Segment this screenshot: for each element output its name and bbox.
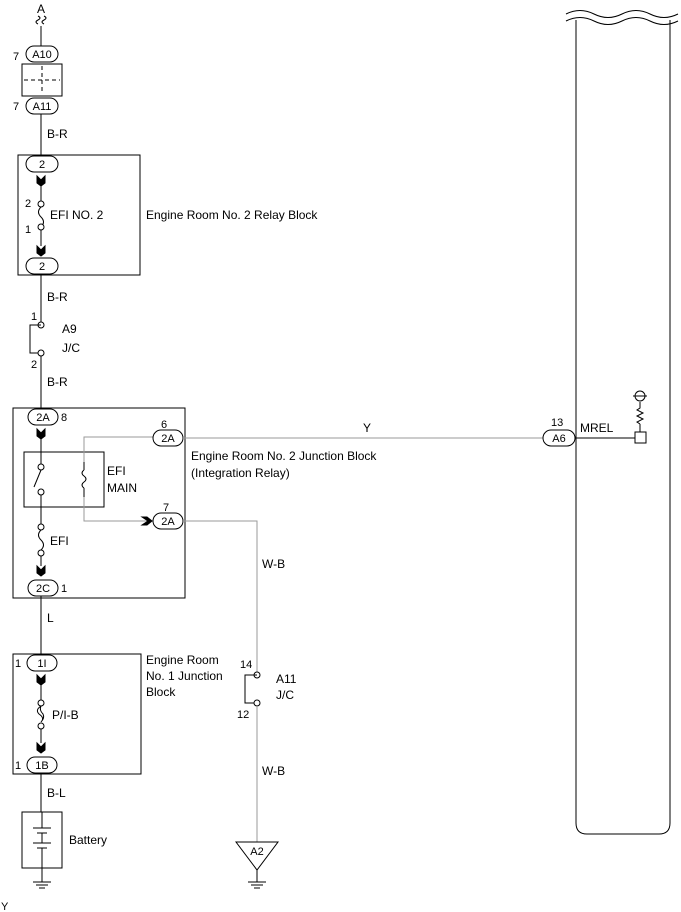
connector-a6-code: A6	[552, 433, 565, 445]
terminal-arrow	[36, 244, 46, 257]
relay-block-2-top-connector	[25, 155, 59, 173]
break-mark	[35, 15, 47, 25]
top-reference-label: A	[37, 2, 45, 16]
battery-label: Battery	[69, 833, 107, 847]
connector-a10	[25, 45, 59, 63]
fuse-efi-no2-icon	[38, 206, 44, 228]
fuse-efi-label: EFI	[50, 534, 69, 548]
terminal-arrow	[36, 673, 46, 686]
connector-a11-pin: 7	[13, 101, 19, 113]
connector-2a-7-code: 2A	[161, 516, 175, 528]
connector-1i-code: 1I	[37, 658, 46, 670]
jc-a9-type: J/C	[62, 341, 80, 355]
jc-a11-code: A11	[276, 672, 297, 686]
wire-color-l: L	[47, 611, 54, 625]
relay-coil-icon	[81, 462, 87, 497]
terminal-arrow	[140, 516, 153, 526]
terminal-arrow	[36, 564, 46, 577]
wire-color-b-r-2: B-R	[47, 290, 68, 304]
connector-a10-code: A10	[32, 49, 52, 61]
battery-icon	[33, 812, 51, 868]
jc-a11-pin-top: 14	[240, 659, 252, 671]
jc-a11-pin-bottom: 12	[237, 709, 249, 721]
relay-block-2-bottom-connector	[25, 257, 59, 275]
ground-a2-code: A2	[250, 846, 263, 858]
relay-block-2-top-code: 2	[39, 159, 45, 171]
ecm-outline	[575, 20, 671, 835]
efi-main-label-1: EFI	[107, 464, 126, 478]
connector-2a-top-pin: 8	[61, 412, 67, 424]
connector-a11-code: A11	[33, 101, 52, 113]
terminal-arrow	[36, 174, 46, 187]
ground-a2-triangle	[235, 841, 279, 871]
junction-block-1-label-1: Engine Room	[146, 653, 219, 667]
relay-block-2-bottom-code: 2	[39, 261, 45, 273]
connector-1b-pin: 1	[15, 760, 21, 772]
wire-color-b-l: B-L	[47, 786, 66, 800]
wire-color-w-b-2: W-B	[262, 764, 285, 778]
jc-a11-type: J/C	[276, 688, 294, 702]
connector-a6-pin: 13	[551, 417, 563, 429]
ground-icon	[33, 881, 51, 889]
fuse-p-i-b-label: P/I-B	[52, 708, 79, 722]
efi-main-relay	[23, 451, 105, 508]
connector-2a-top-code: 2A	[36, 412, 50, 424]
ground-icon	[248, 881, 266, 889]
wire-color-y: Y	[363, 421, 371, 435]
relay-switch-contact	[33, 469, 42, 488]
junction-block-2-label-2: (Integration Relay)	[191, 466, 290, 480]
junction-block-1	[12, 653, 142, 775]
wire-color-b-r-3: B-R	[47, 375, 68, 389]
connector-1i-pin: 1	[15, 658, 21, 670]
connector-2c-pin: 1	[61, 583, 67, 595]
efi-no2-pin-top: 2	[25, 198, 31, 210]
pullup-resistor-icon	[635, 402, 645, 425]
efi-main-label-2: MAIN	[107, 481, 137, 495]
connector-1b	[26, 756, 58, 774]
connector-2c	[27, 579, 59, 597]
terminal-arrow	[36, 427, 46, 440]
junction-block-1-label-3: Block	[146, 685, 176, 699]
relay-block-2-label: Engine Room No. 2 Relay Block	[146, 208, 318, 222]
jc-a9-code: A9	[62, 322, 77, 336]
jc-a9-pin-top: 1	[31, 311, 37, 323]
terminal-arrow	[36, 741, 46, 754]
connector-1i	[26, 654, 58, 672]
connector-2a-6-pin: 6	[161, 419, 167, 431]
relay-block-2	[17, 154, 141, 276]
mrel-driver-terminal	[634, 431, 647, 444]
jc-a9-pin-bottom: 2	[31, 359, 37, 371]
connector-a10-pin: 7	[13, 51, 19, 63]
jc-a9-bracket	[29, 324, 41, 354]
wire-w-b-1	[183, 520, 258, 674]
connector-a11	[25, 97, 59, 115]
connector-a6	[542, 429, 576, 447]
wire-color-w-b-1: W-B	[262, 557, 285, 571]
connector-2a-6-code: 2A	[161, 433, 175, 445]
connector-2c-code: 2C	[36, 583, 50, 595]
jc-a11-bracket	[244, 674, 257, 704]
wire-color-b-r-1: B-R	[47, 127, 68, 141]
efi-no2-pin-bottom: 1	[25, 224, 31, 236]
connector-2a-7-pin: 7	[163, 502, 169, 514]
ecm-break-mark	[565, 10, 679, 25]
corner-mark: Y	[1, 901, 9, 912]
junction-block-1-label-2: No. 1 Junction	[146, 669, 223, 683]
fuse-p-i-b-icon	[36, 705, 45, 723]
connector-1b-code: 1B	[35, 760, 48, 772]
fuse-efi-no2-label: EFI NO. 2	[50, 208, 104, 222]
junction-block-2-label-1: Engine Room No. 2 Junction Block	[191, 449, 377, 463]
fuse-efi-icon	[38, 529, 44, 551]
connector-2a-top	[27, 408, 59, 426]
mrel-signal-label: MREL	[580, 421, 614, 435]
